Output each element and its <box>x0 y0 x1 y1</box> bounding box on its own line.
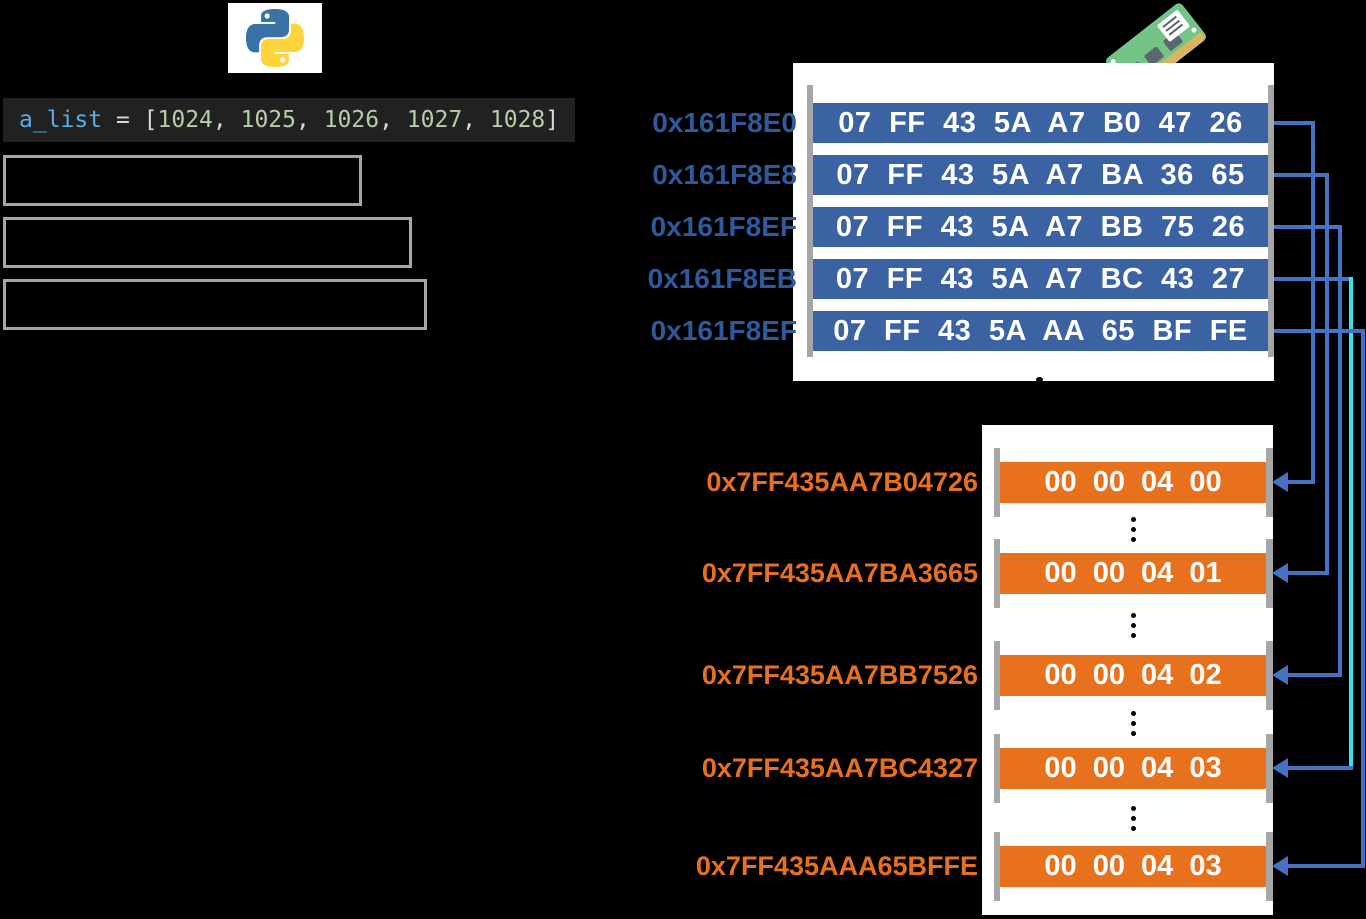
arrow-connector-2 <box>1274 173 1329 177</box>
code-operator: = <box>102 107 144 133</box>
value-address: 0x7FF435AA7BC4327 <box>701 753 978 783</box>
ellipsis-dot <box>1131 731 1136 736</box>
code-bracket: ] <box>545 107 560 133</box>
pointer-address: 0x161F8EF <box>650 315 797 346</box>
value-panel-rail <box>994 832 1000 901</box>
arrow-connector-5 <box>1361 329 1365 868</box>
value-address: 0x7FF435AA7B04726 <box>706 467 978 497</box>
value-panel-rail <box>994 734 1000 803</box>
value-panel-rail <box>1266 641 1273 710</box>
arrow-connector-5 <box>1274 329 1365 333</box>
arrow-connector-2 <box>1286 571 1329 575</box>
pointer-row: 07 FF 43 5A A7 B0 47 26 <box>813 103 1268 143</box>
ram-label <box>1156 9 1191 43</box>
code-comma: , <box>462 107 490 133</box>
pointer-row: 07 FF 43 5A A7 BA 36 65 <box>813 155 1268 195</box>
arrow-connector-1 <box>1286 480 1315 484</box>
pointer-address: 0x161F8EF <box>650 211 797 242</box>
value-row: 00 00 04 00 <box>1000 462 1266 503</box>
arrow-connector-3 <box>1286 673 1342 677</box>
code-comma: , <box>379 107 407 133</box>
placeholder-box-3 <box>3 279 427 330</box>
arrow-connector-3 <box>1338 225 1342 677</box>
pointer-row: 07 FF 43 5A AA 65 BF FE <box>813 311 1268 351</box>
ellipsis-dot <box>1131 537 1136 542</box>
code-bracket: [ <box>143 107 158 133</box>
placeholder-box-1 <box>3 155 362 206</box>
value-row: 00 00 04 03 <box>1000 748 1266 789</box>
value-panel-rail <box>994 641 1000 710</box>
value-panel-rail <box>1266 734 1273 803</box>
arrow-connector-3 <box>1274 225 1342 229</box>
arrow-connector-5 <box>1286 864 1365 868</box>
value-panel-rail <box>994 539 1000 608</box>
code-snippet: a_list = [1024, 1025, 1026, 1027, 1028] <box>3 98 575 142</box>
code-number: 1024 <box>157 107 213 133</box>
ram-screw <box>1190 26 1198 34</box>
ellipsis-dot <box>1131 623 1136 628</box>
pointer-panel-right-rail <box>1268 85 1274 357</box>
code-number: 1027 <box>406 107 463 133</box>
ellipsis-dot <box>1131 517 1136 522</box>
python-logo-box <box>228 3 322 73</box>
pointer-address: 0x161F8E0 <box>652 107 797 138</box>
arrow-connector-4 <box>1274 277 1353 281</box>
value-panel-rail <box>1266 539 1273 608</box>
ellipsis-dot <box>1131 816 1136 821</box>
code-number: 1025 <box>240 107 296 133</box>
code-number: 1026 <box>323 107 380 133</box>
arrow-connector-2 <box>1325 173 1329 575</box>
between-panels-ellipsis-dot <box>1036 377 1043 382</box>
value-address: 0x7FF435AA7BB7526 <box>701 660 978 690</box>
pointer-row: 07 FF 43 5A A7 BC 43 27 <box>813 259 1268 299</box>
value-panel-rail <box>994 448 1000 517</box>
arrowhead-icon <box>1272 758 1288 778</box>
python-logo-icon <box>246 9 304 67</box>
arrow-connector-4 <box>1349 277 1353 770</box>
ellipsis-dot <box>1131 613 1136 618</box>
value-row: 00 00 04 03 <box>1000 846 1266 887</box>
value-row: 00 00 04 02 <box>1000 655 1266 696</box>
code-comma: , <box>295 107 324 133</box>
arrowhead-icon <box>1272 472 1288 492</box>
arrow-connector-1 <box>1274 121 1315 125</box>
ellipsis-dot <box>1131 721 1136 726</box>
value-address: 0x7FF435AA7BA3665 <box>701 558 978 588</box>
ellipsis-dot <box>1131 711 1136 716</box>
value-panel-rail <box>1266 832 1273 901</box>
placeholder-box-2 <box>3 217 412 268</box>
value-address: 0x7FF435AAA65BFFE <box>695 851 978 881</box>
code-comma: , <box>212 107 241 133</box>
arrowhead-icon <box>1272 563 1288 583</box>
pointer-row: 07 FF 43 5A A7 BB 75 26 <box>813 207 1268 247</box>
code-number: 1028 <box>489 107 546 133</box>
ellipsis-dot <box>1131 806 1136 811</box>
arrow-connector-1 <box>1311 121 1315 484</box>
value-row: 00 00 04 01 <box>1000 553 1266 594</box>
arrowhead-icon <box>1272 665 1288 685</box>
arrowhead-icon <box>1272 856 1288 876</box>
ellipsis-dot <box>1131 527 1136 532</box>
pointer-address: 0x161F8EB <box>647 263 797 294</box>
pointer-address: 0x161F8E8 <box>652 159 797 190</box>
arrow-connector-4 <box>1286 766 1353 770</box>
code-variable: a_list <box>19 107 103 133</box>
ellipsis-dot <box>1131 826 1136 831</box>
ellipsis-dot <box>1131 633 1136 638</box>
value-panel-rail <box>1266 448 1273 517</box>
pointer-panel-left-rail <box>807 85 813 357</box>
